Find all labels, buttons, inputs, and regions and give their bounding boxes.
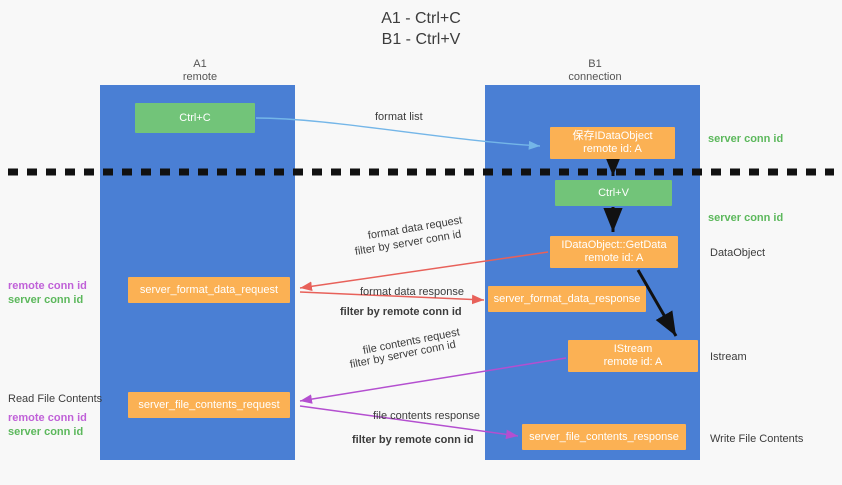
box-istream[interactable]: IStream remote id: A <box>568 340 698 372</box>
box-idataobject-getdata-sub: remote id: A <box>584 252 644 264</box>
label-remote-conn-id-top: remote conn id <box>8 280 87 292</box>
title-line-1: A1 - Ctrl+C <box>381 10 461 27</box>
box-save-idataobject-title: 保存IDataObject <box>572 130 653 142</box>
column-a1-sub: remote <box>182 71 218 83</box>
box-ctrl-c[interactable]: Ctrl+C <box>135 103 255 133</box>
label-format-data-response: format data response <box>360 286 464 298</box>
box-server-format-data-response-label: server_format_data_response <box>493 292 641 305</box>
label-server-conn-id-left-bottom: server conn id <box>8 426 84 438</box>
filter-by-text-1: filter by <box>354 240 391 258</box>
box-server-file-contents-response[interactable]: server_file_contents_response <box>522 424 686 450</box>
box-idataobject-getdata[interactable]: IDataObject::GetData remote id: A <box>550 236 678 268</box>
box-save-idataobject[interactable]: 保存IDataObject remote id: A <box>550 127 675 159</box>
box-server-file-contents-request-label: server_file_contents_request <box>138 398 280 411</box>
page-title: A1 - Ctrl+C B1 - Ctrl+V <box>0 8 842 50</box>
label-remote-conn-id-bottom: remote conn id <box>8 412 87 424</box>
label-filter-by-remote-conn-id-1: filter by remote conn id <box>340 305 462 319</box>
box-save-idataobject-sub: remote id: A <box>583 143 642 155</box>
column-b1-sub: connection <box>568 71 622 83</box>
filter-by-text-2: filter by <box>340 306 380 318</box>
label-istream: Istream <box>710 351 747 363</box>
label-server-conn-id-mid: server conn id <box>708 212 784 224</box>
box-server-file-contents-response-label: server_file_contents_response <box>529 430 679 443</box>
label-filter-by-remote-conn-id-2: filter by remote conn id <box>352 433 474 447</box>
remote-conn-id-text-1: remote conn id <box>382 306 462 318</box>
title-line-2: B1 - Ctrl+V <box>381 31 461 48</box>
box-istream-sub: remote id: A <box>603 356 663 368</box>
box-ctrl-v-label: Ctrl+V <box>598 186 629 199</box>
remote-conn-id-text-2: remote conn id <box>394 434 474 446</box>
box-idataobject-getdata-title: IDataObject::GetData <box>561 239 667 251</box>
label-format-list: format list <box>375 111 423 123</box>
box-server-format-data-response[interactable]: server_format_data_response <box>488 286 646 312</box>
column-header-a1: A1 remote <box>130 58 270 84</box>
label-left-conn-ids-top: remote conn id server conn id <box>8 279 87 307</box>
box-ctrl-v[interactable]: Ctrl+V <box>555 180 672 206</box>
box-server-format-data-request-label: server_format_data_request <box>139 283 279 296</box>
column-a1-name: A1 <box>193 58 207 70</box>
label-left-conn-ids-bottom: remote conn id server conn id <box>8 411 87 439</box>
label-read-file-contents: Read File Contents <box>8 393 103 405</box>
box-ctrl-c-label: Ctrl+C <box>179 111 211 124</box>
box-server-format-data-request[interactable]: server_format_data_request <box>128 277 290 303</box>
column-header-b1: B1 connection <box>520 58 670 84</box>
label-dataobject: DataObject <box>710 247 766 259</box>
label-server-conn-id-left-top: server conn id <box>8 294 84 306</box>
label-write-file-contents: Write File Contents <box>710 433 804 445</box>
filter-by-text-3: filter by <box>348 352 386 371</box>
label-file-contents-response: file contents response <box>373 410 481 422</box>
filter-by-text-4: filter by <box>352 434 392 446</box>
box-server-file-contents-request[interactable]: server_file_contents_request <box>128 392 290 418</box>
label-server-conn-id-top: server conn id <box>708 133 784 145</box>
box-istream-title: IStream <box>613 343 653 355</box>
column-b1-name: B1 <box>588 58 602 70</box>
